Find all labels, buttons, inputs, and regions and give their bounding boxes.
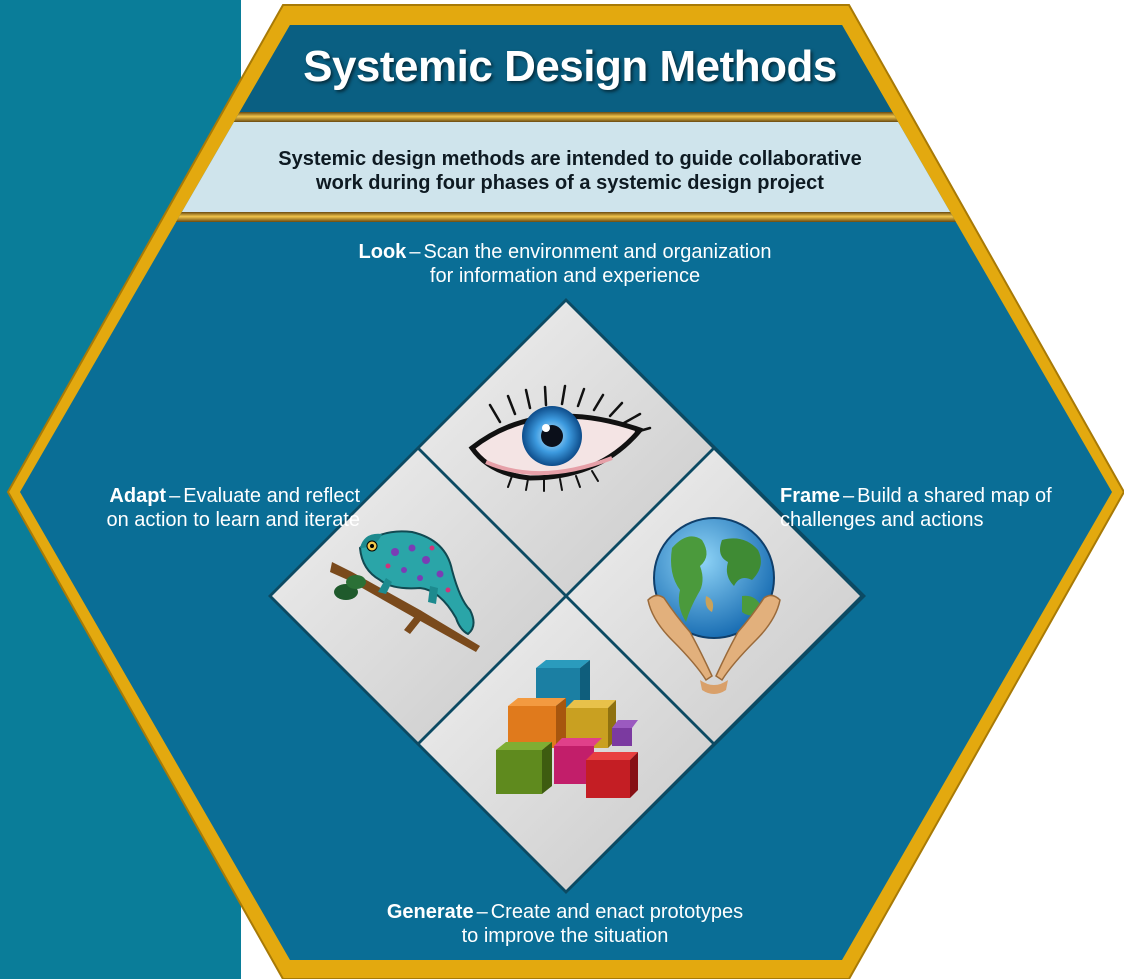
phase-desc-adapt-2: on action to learn and iterate bbox=[106, 509, 360, 531]
phase-frame-label: Frame–Build a shared map of challenges a… bbox=[780, 484, 1100, 532]
phase-desc-look-1: Scan the environment and organization bbox=[423, 241, 772, 263]
building-blocks-icon bbox=[496, 660, 638, 798]
eye-icon bbox=[468, 384, 652, 492]
phase-desc-generate-2: to improve the situation bbox=[461, 925, 669, 947]
phase-name-adapt: Adapt bbox=[109, 485, 167, 507]
phase-adapt-label: Adapt–Evaluate and reflect on action to … bbox=[60, 484, 360, 532]
phase-name-frame: Frame bbox=[780, 485, 841, 507]
subtitle-line-1: Systemic design methods are intended to … bbox=[278, 148, 862, 170]
phase-desc-frame-1: Build a shared map of bbox=[857, 485, 1052, 507]
subtitle-line-2: work during four phases of a systemic de… bbox=[316, 172, 824, 194]
phase-look-label: Look–Scan the environment and organizati… bbox=[330, 240, 800, 288]
phase-desc-adapt-1: Evaluate and reflect bbox=[183, 485, 360, 507]
phase-desc-look-2: for information and experience bbox=[429, 265, 701, 287]
chameleon-icon bbox=[330, 530, 480, 652]
phase-name-generate: Generate bbox=[386, 901, 474, 923]
phase-desc-frame-2: challenges and actions bbox=[780, 509, 984, 531]
diagram-subtitle: Systemic design methods are intended to … bbox=[200, 147, 940, 195]
globe-in-hands-icon bbox=[647, 517, 781, 694]
phase-dash: – bbox=[169, 485, 181, 507]
tile-adapt bbox=[272, 450, 564, 742]
diagram-title: Systemic Design Methods bbox=[303, 42, 837, 91]
phase-dash: – bbox=[843, 485, 855, 507]
phase-name-look: Look bbox=[358, 241, 407, 263]
phase-desc-generate-1: Create and enact prototypes bbox=[490, 901, 744, 923]
phase-dash: – bbox=[409, 241, 421, 263]
phase-generate-label: Generate–Create and enact prototypes to … bbox=[330, 900, 800, 948]
phase-dash: – bbox=[476, 901, 488, 923]
